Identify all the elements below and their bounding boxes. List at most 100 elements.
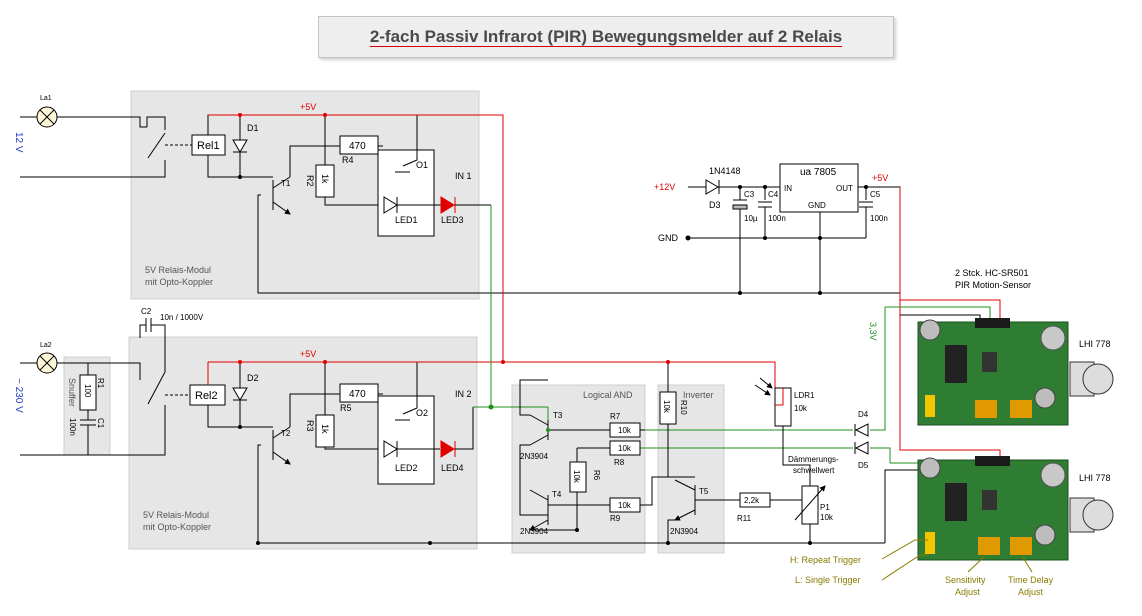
c3-label: C3 <box>744 190 755 199</box>
t3-type: 2N3904 <box>520 452 549 461</box>
single-trigger-label: L: Single Trigger <box>795 575 861 585</box>
r10-val: 10k <box>662 400 671 414</box>
r470-1-label: 470 <box>349 141 366 152</box>
v230-label: ~ 230 V <box>13 378 24 413</box>
r9-label: R9 <box>610 514 621 523</box>
r6-val: 10k <box>572 470 581 484</box>
led4-label: LED4 <box>441 463 464 473</box>
t1-label: T1 <box>281 179 291 188</box>
r1-val: 100 <box>83 384 92 398</box>
c5-label: C5 <box>870 190 881 199</box>
r7-label: R7 <box>610 412 621 421</box>
c1-val: 100n <box>68 418 77 436</box>
relay2-r470 <box>339 383 379 403</box>
d4-label: D4 <box>858 410 869 419</box>
relay1-r470 <box>339 135 379 155</box>
r4-label: R4 <box>342 155 354 165</box>
logic-circuit <box>256 360 869 545</box>
ic-pin-out: OUT <box>836 184 853 193</box>
signal-lines <box>473 205 891 463</box>
snubber-label: Snuffer <box>67 378 77 407</box>
r2-val: 1k <box>320 174 330 184</box>
p1-val: 10k <box>820 513 834 522</box>
c5-val: 100n <box>870 214 888 223</box>
o1-label: O1 <box>416 160 428 170</box>
daemmerung-line2: schwellwert <box>793 466 835 475</box>
r7-val: 10k <box>618 426 632 435</box>
sensor-heading-2: PIR Motion-Sensor <box>955 280 1031 290</box>
r5-label: R5 <box>340 403 352 413</box>
ic-label: ua 7805 <box>800 167 837 178</box>
lamp-la1 <box>36 106 58 128</box>
pir-sensor-1 <box>917 318 1114 426</box>
ic-pin-in: IN <box>784 184 792 193</box>
title-box: 2-fach Passiv Infrarot (PIR) Bewegungsme… <box>318 16 894 58</box>
relay2-circuit <box>79 318 885 544</box>
r9-val: 10k <box>618 501 632 510</box>
led1-label: LED1 <box>395 215 418 225</box>
sensitivity-line2: Adjust <box>955 587 981 597</box>
relay1-circuit <box>146 113 900 294</box>
v12-label: 12 V <box>13 132 24 153</box>
plus5v-reg-label: +5V <box>872 173 888 183</box>
d2-label: D2 <box>247 373 259 383</box>
t4-type: 2N3904 <box>520 527 549 536</box>
c1-label: C1 <box>96 418 105 429</box>
pir-sensor-2 <box>917 456 1114 561</box>
daemmerung-line1: Dämmerungs- <box>788 455 839 464</box>
plus12v-label: +12V <box>654 182 675 192</box>
r6-label: R6 <box>592 470 601 481</box>
r470-2-label: 470 <box>349 389 366 400</box>
module1-line1: 5V Relais-Modul <box>145 265 211 275</box>
in1-label: IN 1 <box>455 171 472 181</box>
r10-label: R10 <box>679 400 688 415</box>
r8-label: R8 <box>614 458 625 467</box>
c2-val: 10n / 1000V <box>160 313 204 322</box>
led3-label: LED3 <box>441 215 464 225</box>
ldr-val: 10k <box>794 404 808 413</box>
time-delay-line1: Time Delay <box>1008 575 1054 585</box>
optocoupler-o2 <box>377 395 435 485</box>
module1-line2: mit Opto-Koppler <box>145 277 213 287</box>
voltage-regulator-circuit <box>685 163 901 300</box>
t2-label: T2 <box>281 429 291 438</box>
plus5v-1-label: +5V <box>300 102 316 112</box>
c2-label: C2 <box>141 307 152 316</box>
c4-val: 100n <box>768 214 786 223</box>
r8-val: 10k <box>618 444 632 453</box>
c3-val: 10µ <box>744 214 758 223</box>
ldr-label: LDR1 <box>794 391 815 400</box>
o2-label: O2 <box>416 408 428 418</box>
gnd-label: GND <box>658 233 679 243</box>
d5-label: D5 <box>858 461 869 470</box>
la1-label: La1 <box>40 95 52 102</box>
d3-type: 1N4148 <box>709 166 741 176</box>
sensor-heading-1: 2 Stck. HC-SR501 <box>955 268 1029 278</box>
diagram-title: 2-fach Passiv Infrarot (PIR) Bewegungsme… <box>369 27 843 46</box>
r11-val: 2,2k <box>744 496 760 505</box>
repeat-trigger-label: H: Repeat Trigger <box>790 555 861 565</box>
module2-line2: mit Opto-Koppler <box>143 522 211 532</box>
t5-label: T5 <box>699 487 709 496</box>
lamp-la2 <box>36 352 58 374</box>
ua7805-ic <box>779 163 859 213</box>
and-label: Logical AND <box>583 390 633 400</box>
plus5v-2-label: +5V <box>300 349 316 359</box>
in2-label: IN 2 <box>455 389 472 399</box>
d1-label: D1 <box>247 123 259 133</box>
r11-label: R11 <box>737 514 752 523</box>
r3-val: 1k <box>320 424 330 434</box>
la2-label: La2 <box>40 342 52 349</box>
inverter-label: Inverter <box>683 390 714 400</box>
p1-label: P1 <box>820 503 830 512</box>
r3-label: R3 <box>305 420 315 432</box>
sensitivity-line1: Sensitivity <box>945 575 986 585</box>
rel2-label: Rel2 <box>195 390 218 402</box>
t3-label: T3 <box>553 411 563 420</box>
led2-label: LED2 <box>395 463 418 473</box>
v33-label: 3,3V <box>868 322 878 341</box>
t4-label: T4 <box>552 490 562 499</box>
ic-pin-gnd: GND <box>808 201 826 210</box>
rel1-label: Rel1 <box>197 140 220 152</box>
